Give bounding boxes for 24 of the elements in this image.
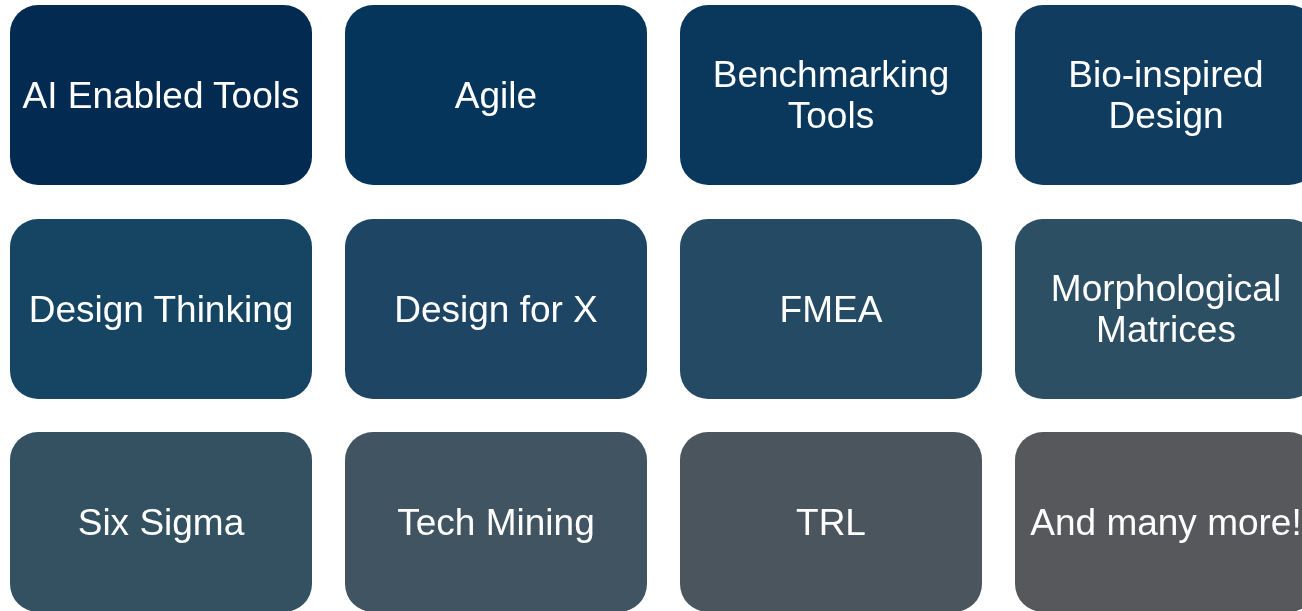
box-label: And many more! <box>1030 501 1302 543</box>
rounded-box <box>345 219 647 399</box>
rounded-box <box>680 432 982 611</box>
rounded-box <box>1015 5 1302 185</box>
box-label: Morphological Matrices <box>1049 268 1283 350</box>
rounded-box <box>10 5 312 185</box>
box-label: TRL <box>796 501 866 543</box>
box-label: Tech Mining <box>397 501 595 543</box>
rounded-box <box>680 5 982 185</box>
box-label: Agile <box>454 74 538 116</box>
rounded-box <box>10 219 312 399</box>
box-label: Six Sigma <box>77 501 245 543</box>
box-label: Design Thinking <box>28 288 294 330</box>
rounded-box <box>1015 432 1302 611</box>
rounded-box <box>680 219 982 399</box>
box-label: Benchmarking Tools <box>711 54 951 136</box>
rounded-box <box>1015 219 1302 399</box>
box-label: AI Enabled Tools <box>22 74 300 116</box>
box-label: Bio-inspired Design <box>1067 54 1265 136</box>
box-label: FMEA <box>779 288 883 330</box>
rounded-box <box>345 432 647 611</box>
rounded-box <box>10 432 312 611</box>
box-label: Design for X <box>394 288 598 330</box>
rounded-box <box>345 5 647 185</box>
